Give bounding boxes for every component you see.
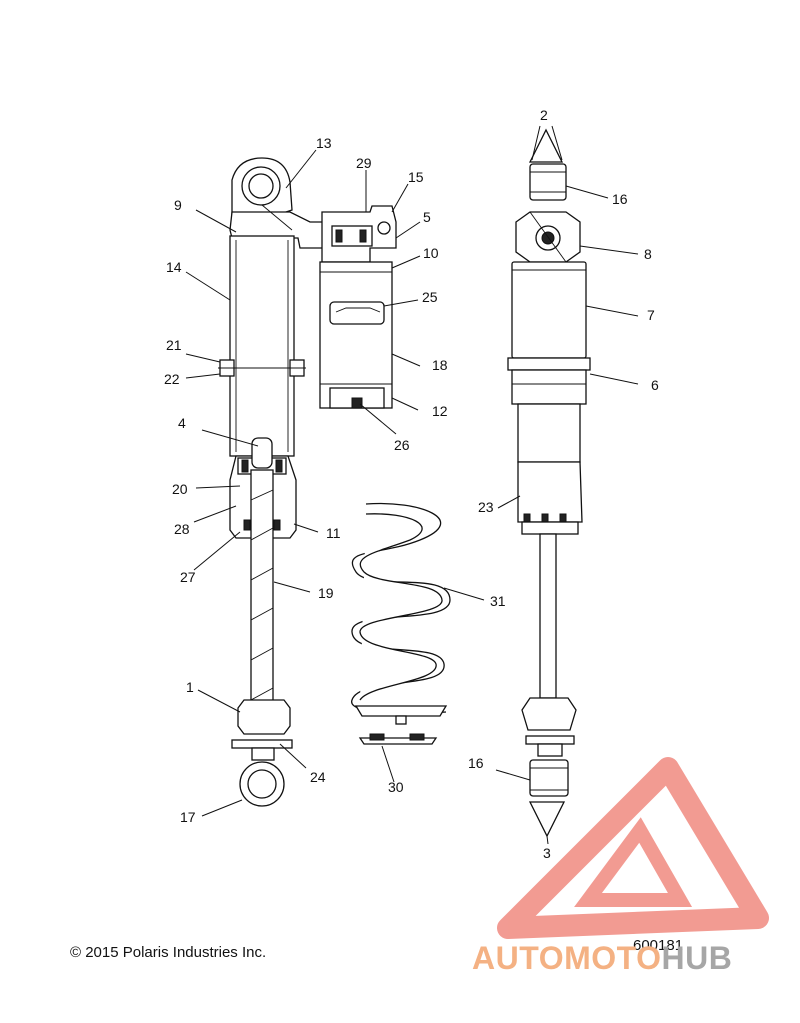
- figure-number: 600181: [633, 937, 684, 954]
- callout-12: 12: [432, 403, 448, 419]
- callout-9: 9: [174, 197, 182, 213]
- callout-5: 5: [423, 209, 431, 225]
- watermark-logo: [497, 757, 769, 939]
- callout-19: 19: [318, 585, 334, 601]
- right-shock: [507, 128, 591, 838]
- callout-30: 30: [388, 779, 404, 795]
- callout-21: 21: [166, 337, 182, 353]
- left-shock: [218, 157, 397, 807]
- leader-lines: [185, 125, 639, 845]
- callout-4: 4: [178, 415, 186, 431]
- callout-13: 13: [316, 135, 332, 151]
- callout-15: 15: [408, 169, 424, 185]
- callout-27: 27: [180, 569, 196, 585]
- callout-24: 24: [310, 769, 326, 785]
- callout-23: 23: [478, 499, 494, 515]
- callout-20: 20: [172, 481, 188, 497]
- callout-22: 22: [164, 371, 180, 387]
- copyright-notice: © 2015 Polaris Industries Inc.: [70, 944, 267, 961]
- callout-28: 28: [174, 521, 190, 537]
- callout-26: 26: [394, 437, 410, 453]
- callout-8: 8: [644, 246, 652, 262]
- watermark-text-part2: HUB: [661, 940, 733, 976]
- callout-3: 3: [543, 845, 551, 861]
- callout-31: 31: [490, 593, 506, 609]
- callout-6: 6: [651, 377, 659, 393]
- callout-14: 14: [166, 259, 182, 275]
- callout-labels: 1 2 3 4 5 6 7 8 9 10 11 12 13 14 15 16 1…: [164, 107, 659, 861]
- callout-18: 18: [432, 357, 448, 373]
- callout-16-top: 16: [612, 191, 628, 207]
- callout-11: 11: [326, 525, 341, 541]
- callout-25: 25: [422, 289, 438, 305]
- callout-2: 2: [540, 107, 548, 123]
- watermark-text-part1: AUTOMOTO: [472, 940, 662, 976]
- callout-17: 17: [180, 809, 196, 825]
- callout-10: 10: [423, 245, 439, 261]
- callout-29: 29: [356, 155, 372, 171]
- callout-16-bottom: 16: [468, 755, 484, 771]
- coil-spring: [351, 502, 451, 745]
- callout-7: 7: [647, 307, 655, 323]
- watermark-text: AUTOMOTOHUB: [472, 940, 732, 977]
- callout-1: 1: [186, 679, 194, 695]
